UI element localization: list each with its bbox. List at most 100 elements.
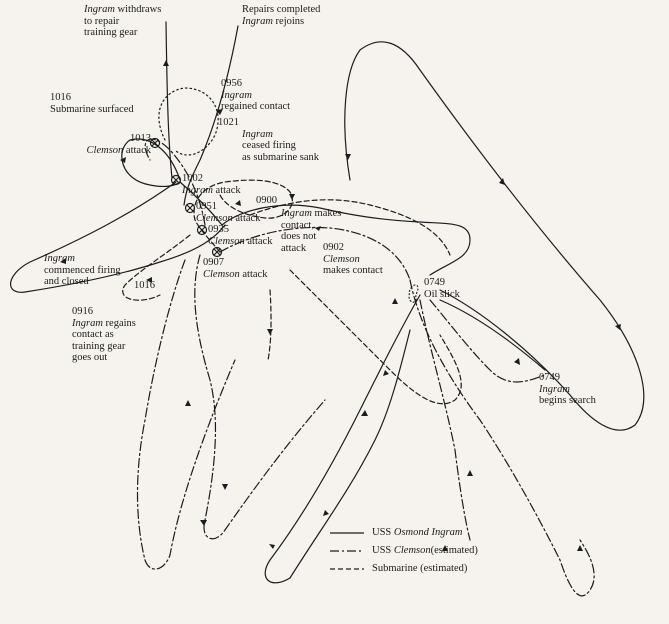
label-text: Ingram: [242, 128, 273, 140]
label-text: 1002: [182, 173, 203, 184]
label-1021: 1021 Ingram ceased firing as submarine s…: [218, 117, 319, 163]
label-text: 1013: [130, 133, 151, 144]
label-0900: 0900: [256, 195, 277, 207]
arrow-marker: [289, 194, 295, 200]
ingram-track-rejoin: [183, 25, 239, 206]
arrow-marker: [185, 400, 191, 406]
label-text: 0951: [196, 201, 217, 212]
clemson-track-sw-loop: [136, 259, 236, 570]
label-text: contact as: [72, 329, 114, 340]
label-text: ceased firing: [242, 140, 296, 151]
clemson-track-far-se: [419, 299, 471, 541]
label-text: 0749: [539, 372, 560, 383]
label-text: attack: [281, 242, 307, 254]
label-text: does not: [281, 231, 317, 242]
label-text: and closed: [44, 276, 89, 287]
clemson-track-main: [219, 226, 411, 281]
label-ingram-makes-contact: Ingram makes contact, does not attack: [281, 208, 341, 254]
legend-swatch-dashdot: [330, 549, 364, 552]
label-text: Oil slick: [424, 288, 460, 300]
attack-marker-1002: [170, 174, 182, 186]
label-text: attack: [244, 235, 273, 247]
label-text: Ingram: [72, 317, 103, 329]
arrow-marker: [442, 545, 448, 551]
label-text: to repair: [84, 15, 120, 27]
label-0956: 0956 Ingram regained contact: [221, 78, 290, 113]
label-0951: 0951 Clemson attack: [196, 201, 260, 224]
label-text: Clemson: [323, 253, 360, 265]
label-text: 0956: [221, 78, 242, 89]
label-text: Ingram: [182, 184, 213, 196]
label-text: rejoins: [272, 15, 305, 27]
arrow-marker: [216, 109, 223, 115]
arrow-marker: [361, 410, 368, 416]
arrow-marker: [315, 226, 321, 231]
arrow-marker: [222, 484, 228, 490]
label-text: 0900: [256, 195, 277, 206]
ingram-track-south-return: [289, 329, 411, 579]
label-0935: 0935 Clemson attack: [208, 224, 272, 247]
label-text: 1016: [134, 280, 155, 291]
clemson-track-east-finger: [429, 299, 546, 383]
oil-slick-marker: [408, 284, 419, 303]
legend-label: Clemson: [393, 545, 431, 556]
label-0916: 0916 Ingram regains contact as training …: [72, 306, 136, 364]
label-text: 0902: [323, 242, 344, 253]
arrow-marker: [345, 154, 351, 160]
arrow-marker: [120, 157, 126, 163]
label-0907: 0907 Clemson attack: [203, 257, 267, 280]
label-submarine-surfaced: 1016 Submarine surfaced: [50, 92, 134, 115]
ingram-track-east-leg: [264, 294, 421, 584]
label-text: Repairs completed: [242, 4, 321, 15]
label-text: Ingram: [84, 4, 115, 15]
label-ingram-withdraws: Ingram withdraws to repair training gear: [84, 4, 161, 39]
legend-item-ingram: USS Osmond Ingram: [330, 527, 462, 538]
clemson-track-se-leg: [409, 279, 595, 597]
arrow-marker: [200, 520, 207, 526]
submarine-track-south-arc: [289, 269, 462, 405]
label-commenced-firing: Ingram commenced firing and closed: [44, 253, 121, 288]
label-text: Clemson: [203, 268, 240, 280]
submarine-track-mid: [249, 199, 451, 256]
legend-label: USS: [372, 527, 392, 538]
label-text: contact,: [281, 219, 314, 231]
label-text: 1016: [50, 92, 71, 103]
attack-marker-1013: [149, 137, 161, 149]
label-text: withdraws: [114, 4, 162, 15]
ingram-track-big-loop: [344, 41, 645, 431]
submarine-track-west: [122, 234, 191, 301]
label-text: attack: [123, 144, 151, 156]
attack-marker-0951: [184, 202, 196, 214]
arrow-marker: [514, 358, 520, 365]
label-text: begins search: [539, 395, 596, 406]
arrow-marker: [146, 277, 152, 283]
arrow-marker: [615, 324, 621, 330]
submarine-track-main: [193, 179, 293, 253]
label-1013: 1013 Clemson attack: [84, 133, 151, 156]
arrow-marker: [499, 178, 505, 185]
label-text: training gear: [72, 340, 126, 352]
label-text: Ingram: [242, 15, 273, 27]
arrow-marker: [467, 470, 473, 476]
arrow-marker: [235, 200, 241, 206]
attack-marker-0907: [211, 246, 223, 258]
ingram-track-search-start: [439, 299, 546, 371]
submarine-surfaced-loop: [158, 87, 219, 156]
attack-marker-0935: [196, 224, 208, 236]
legend-item-clemson: USS Clemson (estimated): [330, 545, 478, 556]
label-text: Clemson: [196, 212, 233, 224]
submarine-track-south-leg: [267, 289, 272, 361]
label-text: attack: [232, 212, 261, 224]
arrow-marker: [392, 298, 398, 304]
ingram-track-west-loop: [10, 181, 226, 293]
ingram-track-attack-run: [179, 181, 471, 276]
label-text: Ingram: [539, 383, 570, 395]
label-text: Ingram: [44, 253, 75, 264]
arrow-marker: [269, 544, 275, 549]
label-text: makes contact: [323, 265, 383, 276]
label-text: goes out: [72, 352, 108, 363]
label-begins-search: 0749 Ingram begins search: [539, 372, 596, 407]
legend-label: USS: [372, 545, 392, 556]
label-1002: 1002 Ingram attack: [182, 173, 241, 196]
legend-label: Osmond Ingram: [393, 527, 463, 538]
